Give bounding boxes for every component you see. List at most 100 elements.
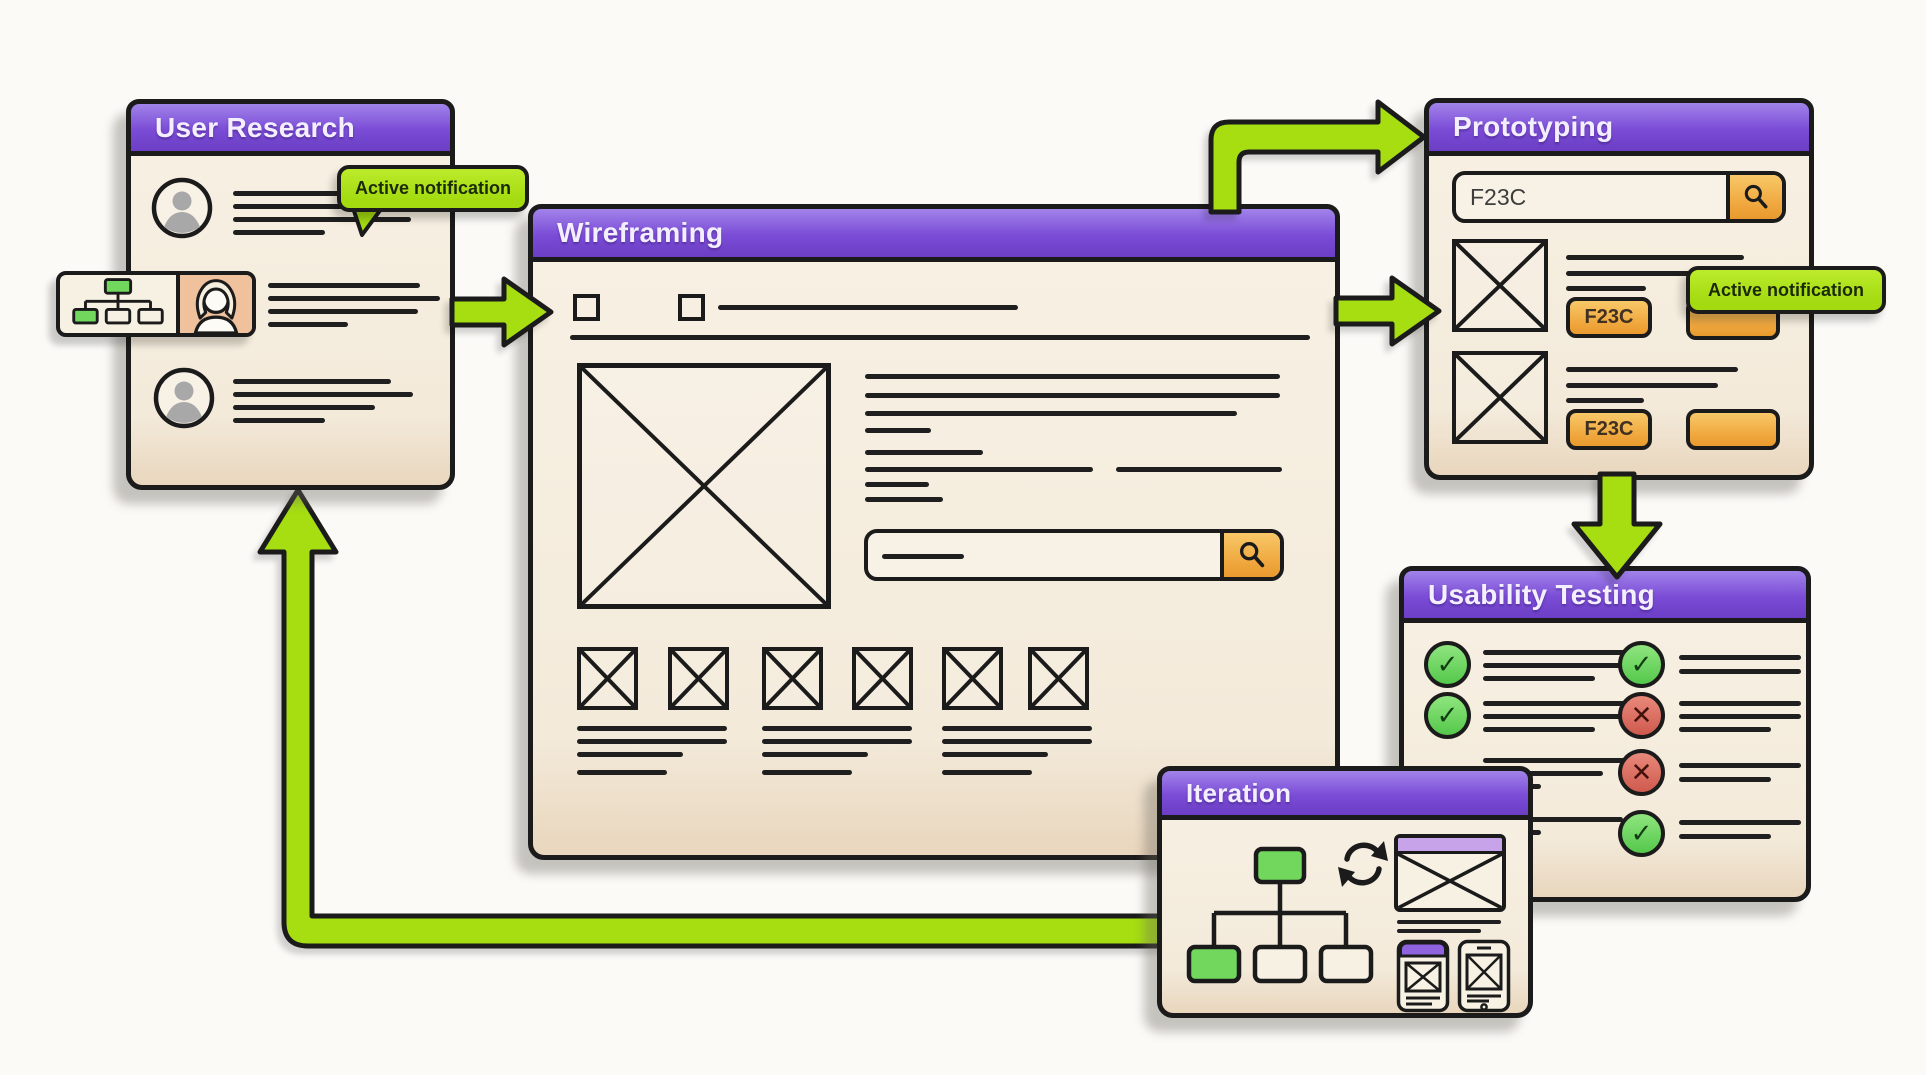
panel-title: User Research <box>155 111 356 143</box>
skeleton-line <box>1483 676 1595 681</box>
image-placeholder <box>1028 647 1089 710</box>
skeleton-line <box>718 305 1018 310</box>
skeleton-line <box>882 553 964 559</box>
skeleton-line <box>762 770 852 775</box>
image-placeholder <box>1452 351 1548 444</box>
skeleton-line <box>942 726 1092 731</box>
skeleton-line <box>268 322 348 327</box>
panel-title: Wireframing <box>557 217 724 248</box>
skeleton-line <box>268 283 420 288</box>
panel-title: Prototyping <box>1453 111 1614 142</box>
tag-button[interactable]: F23C <box>1566 409 1652 450</box>
search-value: F23C <box>1470 183 1527 210</box>
skeleton-line <box>233 379 391 384</box>
notification-bubble: Active notification <box>1686 266 1886 314</box>
skeleton-line <box>577 752 683 757</box>
arrow-wireframing-to-prototyping-mid <box>1333 275 1442 347</box>
cross-icon: ✕ <box>1618 692 1665 739</box>
image-placeholder <box>577 363 831 609</box>
image-placeholder <box>1398 854 1502 908</box>
image-placeholder <box>1452 239 1548 332</box>
skeleton-line <box>268 296 440 301</box>
skeleton-line <box>1483 771 1603 776</box>
image-placeholder <box>668 647 729 710</box>
skeleton-line <box>1483 727 1595 732</box>
cross-icon: ✕ <box>1618 749 1665 796</box>
panel-wireframing: Wireframing <box>528 204 1340 860</box>
panel-iteration-header: Iteration <box>1157 766 1533 820</box>
banner-placeholder <box>1394 834 1506 912</box>
skeleton-line <box>942 739 1092 744</box>
skeleton-line <box>1679 727 1771 732</box>
panel-title: Usability Testing <box>1428 578 1656 610</box>
skeleton-line <box>1397 920 1501 924</box>
image-placeholder <box>942 647 1003 710</box>
skeleton-line <box>865 374 1280 379</box>
skeleton-line <box>1679 701 1801 706</box>
skeleton-line <box>1566 271 1762 276</box>
image-placeholder <box>762 647 823 710</box>
refresh-cycle-icon <box>1338 841 1388 887</box>
skeleton-line <box>865 428 931 433</box>
skeleton-line <box>1483 663 1645 668</box>
checkmark-icon: ✓ <box>1618 810 1665 857</box>
arrow-user-research-to-wireframing <box>449 276 554 348</box>
tag-button-label: F23C <box>1584 418 1634 440</box>
search-input[interactable] <box>864 529 1284 581</box>
panel-usability-testing: Usability Testing ✓ ✓ ✓ ✕ ✕ ✓ <box>1399 566 1811 902</box>
skeleton-line <box>942 770 1032 775</box>
skeleton-line <box>1679 834 1771 839</box>
skeleton-line <box>1483 817 1623 822</box>
image-placeholder <box>852 647 913 710</box>
search-button[interactable] <box>1220 533 1280 577</box>
panel-user-research-header: User Research <box>126 99 455 156</box>
checkbox-placeholder[interactable] <box>678 294 705 321</box>
skeleton-line <box>233 217 411 222</box>
skeleton-line <box>762 739 912 744</box>
flowchart-icon <box>1186 846 1374 984</box>
arrow-prototyping-to-usability <box>1571 471 1663 580</box>
skeleton-line <box>1679 714 1801 719</box>
skeleton-line <box>865 450 983 455</box>
panel-wireframing-header: Wireframing <box>528 204 1340 262</box>
skeleton-line <box>1679 669 1801 674</box>
tag-button[interactable]: F23C <box>1566 297 1652 338</box>
skeleton-line <box>233 418 325 423</box>
skeleton-line <box>233 230 325 235</box>
woman-avatar-icon <box>180 275 252 333</box>
tag-button-label: F23C <box>1584 306 1634 328</box>
action-button-blank[interactable] <box>1686 409 1780 450</box>
prototype-search-input[interactable]: F23C <box>1452 171 1786 223</box>
mobile-mockup-icon <box>1396 939 1450 1013</box>
checkbox-placeholder[interactable] <box>573 294 600 321</box>
panel-usability-header: Usability Testing <box>1399 566 1811 623</box>
skeleton-line <box>1679 655 1801 660</box>
skeleton-line <box>577 739 727 744</box>
skeleton-line <box>1566 367 1738 372</box>
user-avatar-icon <box>153 367 215 429</box>
notification-label: Active notification <box>1707 279 1864 300</box>
sitemap-icon <box>60 275 180 333</box>
arrow-iteration-to-user-research <box>257 487 1173 949</box>
skeleton-line <box>577 770 667 775</box>
magnifier-icon <box>1744 184 1768 209</box>
search-value <box>868 542 1220 569</box>
skeleton-line <box>233 204 418 209</box>
skeleton-line <box>1483 758 1638 763</box>
skeleton-line <box>762 726 912 731</box>
image-placeholder <box>577 647 638 710</box>
skeleton-line <box>1679 763 1801 768</box>
checkmark-icon: ✓ <box>1618 641 1665 688</box>
user-avatar-icon <box>151 177 213 239</box>
notification-bubble-tail <box>350 205 386 237</box>
skeleton-line <box>865 497 943 502</box>
skeleton-line <box>762 752 868 757</box>
skeleton-line <box>577 726 727 731</box>
skeleton-line <box>268 309 418 314</box>
arrow-wireframing-to-prototyping-top <box>1208 99 1427 215</box>
search-button[interactable] <box>1726 175 1782 219</box>
skeleton-line <box>865 411 1237 416</box>
skeleton-line <box>1116 467 1282 472</box>
checkmark-icon: ✓ <box>1424 641 1471 688</box>
